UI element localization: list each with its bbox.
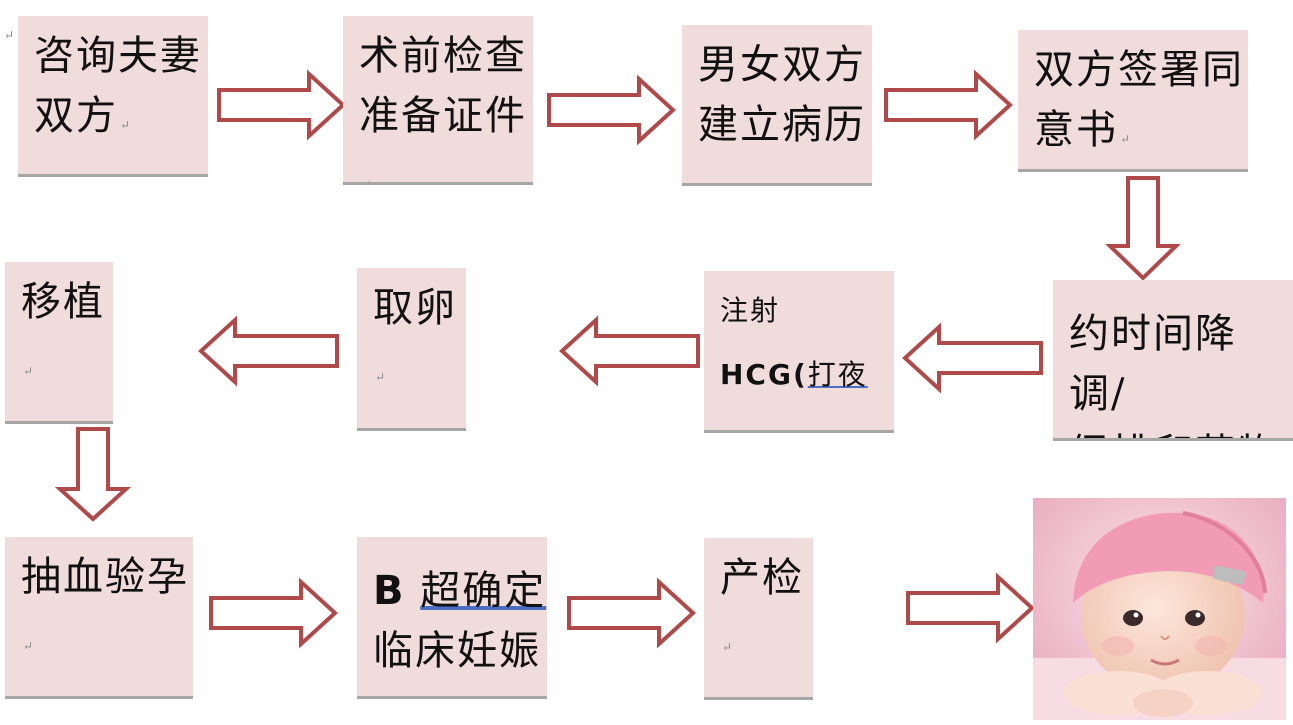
step-text-line: 双方 [34, 93, 118, 139]
step-consult-couple: 咨询夫妻 双方↵ [18, 16, 208, 177]
paragraph-mark: ↵ [120, 118, 133, 132]
step-text-line: 促排卵药物 [1069, 431, 1279, 438]
step-transfer: 移植 ↵ [5, 262, 113, 424]
paragraph-mark: ↵ [1120, 132, 1133, 146]
arrow-left-icon [198, 315, 339, 387]
paragraph-mark: ↵ [361, 178, 374, 185]
arrow-right-icon [547, 74, 676, 146]
paragraph-mark: ↵ [4, 28, 15, 42]
arrow-down-icon [54, 427, 132, 522]
arrow-right-icon [209, 577, 338, 649]
step-ultrasound-confirm: B 超确定 临床妊娠↵ [357, 537, 547, 699]
step-downregulation: 约时间降调/ 促排卵药物↵ [1053, 280, 1293, 441]
step-text-line: 约时间降调/ [1069, 311, 1237, 417]
step-text-line: 意书 [1034, 107, 1118, 153]
step-text-line: 建立病历 [698, 102, 866, 148]
step-text-line: 打夜 [807, 358, 868, 391]
step-sign-consent: 双方签署同 意书↵ [1018, 30, 1248, 172]
step-blood-test: 抽血验孕 ↵ [5, 537, 193, 699]
step-text-line: HCG( [720, 358, 808, 391]
step-text-line: 注射 [720, 294, 781, 327]
paragraph-mark: ↵ [23, 364, 36, 378]
step-text-line: 男女双方 [698, 42, 866, 88]
step-prenatal-check: 产检 ↵ [704, 538, 813, 700]
step-create-records: 男女双方 建立病历↵ [682, 25, 872, 186]
step-hcg-injection: 注射 HCG(打夜 [704, 271, 894, 433]
step-egg-retrieval: 取卵 ↵ [357, 268, 466, 431]
step-text-line: B [373, 568, 406, 614]
arrow-right-icon [567, 577, 696, 649]
step-text-line: 咨询夫妻 [34, 33, 202, 79]
arrow-right-icon [217, 69, 346, 141]
paragraph-mark: ↵ [722, 640, 735, 654]
step-text-line: 术前检查 [359, 33, 527, 79]
step-text-line: 超确定 [420, 568, 547, 614]
step-text-line: 准备证件 [359, 93, 527, 139]
step-text-line: 临床妊娠 [373, 628, 541, 674]
arrow-right-icon [906, 572, 1035, 644]
step-preop-check: 术前检查 准备证件 ↵ [343, 16, 533, 185]
arrow-down-icon [1105, 176, 1181, 281]
step-text-line: 移植 [21, 279, 105, 325]
baby-photo [1033, 498, 1286, 720]
arrow-right-icon [884, 69, 1013, 141]
arrow-left-icon [902, 322, 1043, 394]
arrow-left-icon [559, 315, 700, 387]
step-text-line: 取卵 [373, 285, 457, 331]
paragraph-mark: ↵ [23, 639, 36, 653]
paragraph-mark: ↵ [375, 370, 388, 384]
step-text-line: 产检 [720, 555, 804, 601]
step-text-line: 双方签署同 [1034, 47, 1244, 93]
step-text-line: 抽血验孕 [21, 554, 189, 600]
